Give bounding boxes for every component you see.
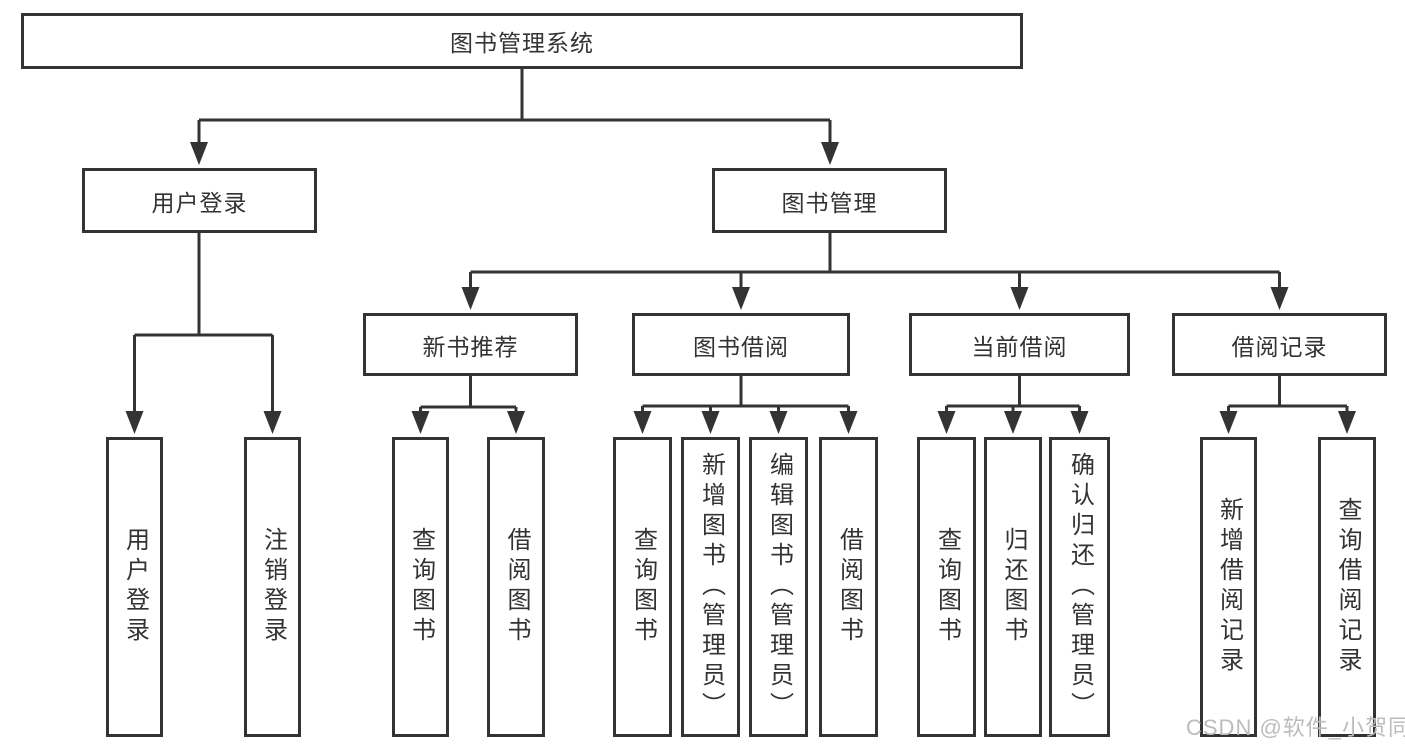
connector-book-borrow-to-leaves [633,376,858,434]
node-label: 借阅图书 [503,527,530,647]
node-label: 查询借阅记录 [1334,497,1361,677]
node-query-books-current: 查询图书 [917,437,976,737]
node-label: 用户登录 [121,527,149,647]
node-label: 当前借阅 [971,333,1068,360]
node-label: 确认归还（管理员） [1066,452,1094,722]
node-query-borrow-record: 查询借阅记录 [1318,437,1376,737]
node-user-login-leaf: 用户登录 [106,437,163,737]
node-label: 查询图书 [407,527,435,647]
node-label: 图书管理系统 [450,30,594,56]
node-label: 借阅图书 [835,527,863,647]
node-query-books-recommendation: 查询图书 [392,437,449,737]
node-label: 查询图书 [933,527,961,647]
node-label: 用户登录 [151,189,248,216]
connector-new-book-recommendation-to-leaves [411,376,525,434]
node-label: 归还图书 [1000,527,1027,647]
connector-book-management-to-level3 [461,232,1289,310]
connector-root-to-level2 [190,69,839,165]
node-borrow-books-leaf: 借阅图书 [819,437,878,737]
node-label: 借阅记录 [1231,333,1328,360]
node-borrow-records: 借阅记录 [1172,313,1387,376]
node-label: 新书推荐 [422,333,519,360]
node-label: 查询图书 [629,527,657,647]
node-book-management: 图书管理 [712,168,947,233]
node-borrow-books-recommendation: 借阅图书 [487,437,545,737]
node-label: 新增借阅记录 [1215,497,1243,677]
node-return-books: 归还图书 [984,437,1042,737]
node-library-management-system: 图书管理系统 [21,13,1023,69]
node-book-borrow: 图书借阅 [632,313,850,376]
node-add-borrow-record: 新增借阅记录 [1200,437,1257,737]
node-user-login: 用户登录 [82,168,317,233]
node-edit-book-admin: 编辑图书（管理员） [749,437,808,737]
node-label: 编辑图书（管理员） [765,452,793,722]
node-query-books-borrow: 查询图书 [613,437,672,737]
node-label: 图书借阅 [693,333,789,360]
node-add-book-admin: 新增图书（管理员） [681,437,740,737]
node-label: 注销登录 [259,527,287,647]
node-label: 新增图书（管理员） [697,452,725,722]
node-confirm-return-admin: 确认归还（管理员） [1049,437,1110,737]
node-label: 图书管理 [781,189,878,216]
csdn-watermark: CSDN @软件_小贺同学 [1186,715,1405,740]
connector-user-login-to-leaves [125,233,282,434]
connector-borrow-records-to-leaves [1219,376,1356,434]
node-current-borrow: 当前借阅 [909,313,1130,376]
connector-current-borrow-to-leaves [937,376,1089,434]
node-logout: 注销登录 [244,437,301,737]
node-new-book-recommendation: 新书推荐 [363,313,578,376]
